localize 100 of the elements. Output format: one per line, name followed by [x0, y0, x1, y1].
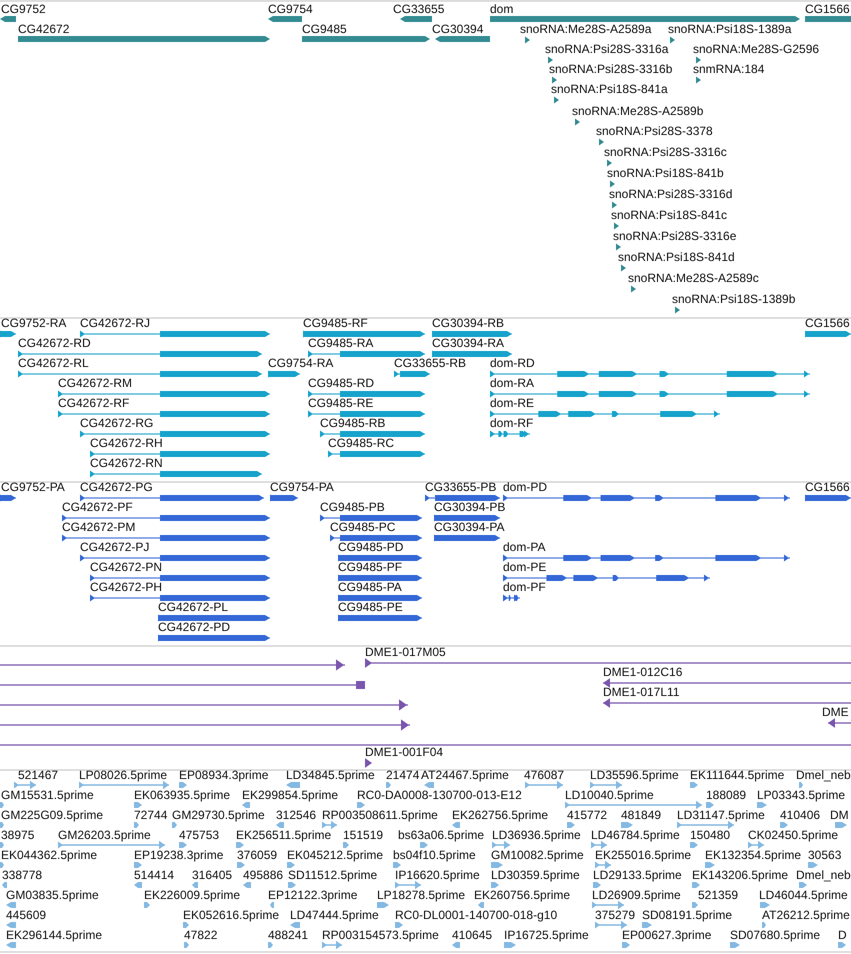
feature-label: CG42672-PH: [90, 581, 162, 593]
feature-label: EK296144.5prime: [6, 929, 102, 941]
feature-label: CK02450.5prime: [748, 829, 838, 841]
feature-label: CG9754-PA: [270, 481, 334, 493]
feature-label: 188089: [706, 789, 746, 801]
feature-label: dom-PE: [503, 561, 546, 573]
feature-label: CG1566: [805, 317, 850, 329]
feature-label: CG9485-RE: [308, 397, 374, 409]
feature-label: bs04f10.5prime: [393, 849, 476, 861]
feature-label: 376059: [237, 849, 278, 861]
feature-label: LP18278.5prime: [377, 889, 466, 901]
feature-label: CG9754: [268, 3, 313, 15]
feature-label: EK045212.5prime: [287, 849, 384, 861]
feature-label: 476087: [524, 769, 564, 781]
feature-label: snoRNA:Psi28S-3316d: [609, 188, 732, 200]
feature-label: CG9485-RC: [328, 437, 394, 449]
feature-label: 30563: [808, 849, 842, 861]
feature-label: CG9485-PD: [338, 541, 404, 553]
feature-label: EP12122.3prime: [268, 889, 358, 901]
feature-label: 312546: [276, 809, 316, 821]
feature-label: CG9752-PA: [1, 481, 65, 493]
feature-label: D: [838, 929, 847, 941]
feature-label: snoRNA:Psi28S-3316b: [549, 63, 672, 75]
feature-label: snoRNA:Me28S-A2589c: [628, 272, 759, 284]
feature-label: CG42672-PL: [158, 601, 228, 613]
feature-label: 445609: [6, 909, 46, 921]
feature-label: CG1566: [805, 481, 850, 493]
feature-label: 375279: [595, 909, 636, 921]
feature-label: EP08934.3prime: [179, 769, 268, 781]
feature-label: snoRNA:Psi18S-1389b: [672, 293, 796, 305]
feature-label: 338778: [2, 869, 42, 881]
feature-label: snoRNA:Psi28S-3378: [596, 125, 713, 137]
feature-label: CG9752: [1, 3, 46, 15]
feature-label: CG33655-PB: [425, 481, 496, 493]
feature-label: EK111644.5prime: [690, 769, 784, 781]
feature-label: 495886: [243, 869, 284, 881]
feature-label: snmRNA:184: [693, 63, 764, 75]
feature-label: LD47444.5prime: [290, 909, 379, 921]
feature-label: IP16725.5prime: [504, 929, 589, 941]
feature-label: 488241: [268, 929, 308, 941]
feature-label: EK143206.5prime: [692, 869, 788, 881]
feature-label: LD35596.5prime: [590, 769, 679, 781]
feature-label: snoRNA:Me28S-A2589a: [520, 23, 652, 35]
feature-label: snoRNA:Psi18S-841b: [607, 167, 724, 179]
feature-label: CG42672-RM: [58, 377, 132, 389]
feature-label: CG9485-RD: [308, 377, 374, 389]
feature-label: CG30394: [432, 23, 484, 35]
feature-label: CG42672-PN: [90, 561, 162, 573]
feature-label: dom-PF: [503, 581, 546, 593]
feature-label: 415772: [567, 809, 608, 821]
feature-label: CG9752-RA: [1, 317, 66, 329]
feature-label: CG42672-RG: [80, 417, 154, 429]
feature-label: dom-RD: [490, 357, 535, 369]
feature-label: CG30394-RA: [432, 337, 504, 349]
feature-label: 72744: [134, 809, 168, 821]
feature-label: LP03343.5prime: [757, 789, 846, 801]
feature-label: GM03835.5prime: [6, 889, 99, 901]
feature-label: EK052616.5prime: [183, 909, 280, 921]
feature-label: CG9485-PC: [330, 521, 396, 533]
feature-label: snoRNA:Psi18S-841d: [618, 251, 735, 263]
feature-label: CG33655-RB: [394, 357, 466, 369]
feature-label: snoRNA:Psi18S-841c: [611, 209, 728, 221]
feature-label: SD07680.5prime: [730, 929, 820, 941]
feature-label: 151519: [343, 829, 384, 841]
feature-label: snoRNA:Me28S-A2589b: [572, 105, 704, 117]
feature-label: GM225G09.5prime: [1, 809, 104, 821]
feature-label: EK044362.5prime: [1, 849, 98, 861]
feature-label: LD46044.5prime: [759, 889, 848, 901]
feature-label: SD08191.5prime: [642, 909, 732, 921]
feature-label: SD11512.5prime: [288, 869, 378, 881]
feature-label: snoRNA:Psi18S-841a: [551, 83, 668, 95]
feature-label: CG42672-RN: [90, 457, 163, 469]
feature-label: DME1-017L11: [603, 686, 680, 698]
feature-label: snoRNA:Me28S-G2596: [693, 43, 820, 55]
feature-label: CG1566: [805, 3, 850, 15]
feature-label: dom-PA: [503, 541, 546, 553]
feature-label: CG42672-PM: [62, 521, 136, 533]
feature-label: EK299854.5prime: [242, 789, 338, 801]
feature-label: CG9485: [302, 23, 347, 35]
feature-label: 514414: [134, 869, 174, 881]
feature-label: AT24467.5prime: [421, 769, 509, 781]
feature-label: DME: [822, 706, 849, 718]
feature-label: DME1-001F04: [365, 746, 444, 758]
feature-label: IP16620.5prime: [395, 869, 480, 881]
feature-label: 47822: [184, 929, 218, 941]
feature-label: LD26909.5prime: [592, 889, 681, 901]
feature-label: LD36936.5prime: [492, 829, 581, 841]
feature-label: bs63a06.5prime: [398, 829, 484, 841]
feature-label: dom-PD: [503, 481, 548, 493]
feature-label: CG9485-PA: [338, 581, 402, 593]
feature-label: EK256511.5prime: [236, 829, 332, 841]
feature-label: LD34845.5prime: [286, 769, 375, 781]
feature-label: EK132354.5prime: [705, 849, 802, 861]
feature-label: dom-RA: [490, 377, 534, 389]
feature-label: AT26212.5prime: [762, 909, 850, 921]
feature-label: EK262756.5prime: [452, 809, 548, 821]
feature-label: CG33655: [393, 3, 444, 15]
feature-label: DM: [830, 809, 849, 821]
feature-label: CG42672-RL: [18, 357, 89, 369]
feature-label: LD46784.5prime: [591, 829, 680, 841]
